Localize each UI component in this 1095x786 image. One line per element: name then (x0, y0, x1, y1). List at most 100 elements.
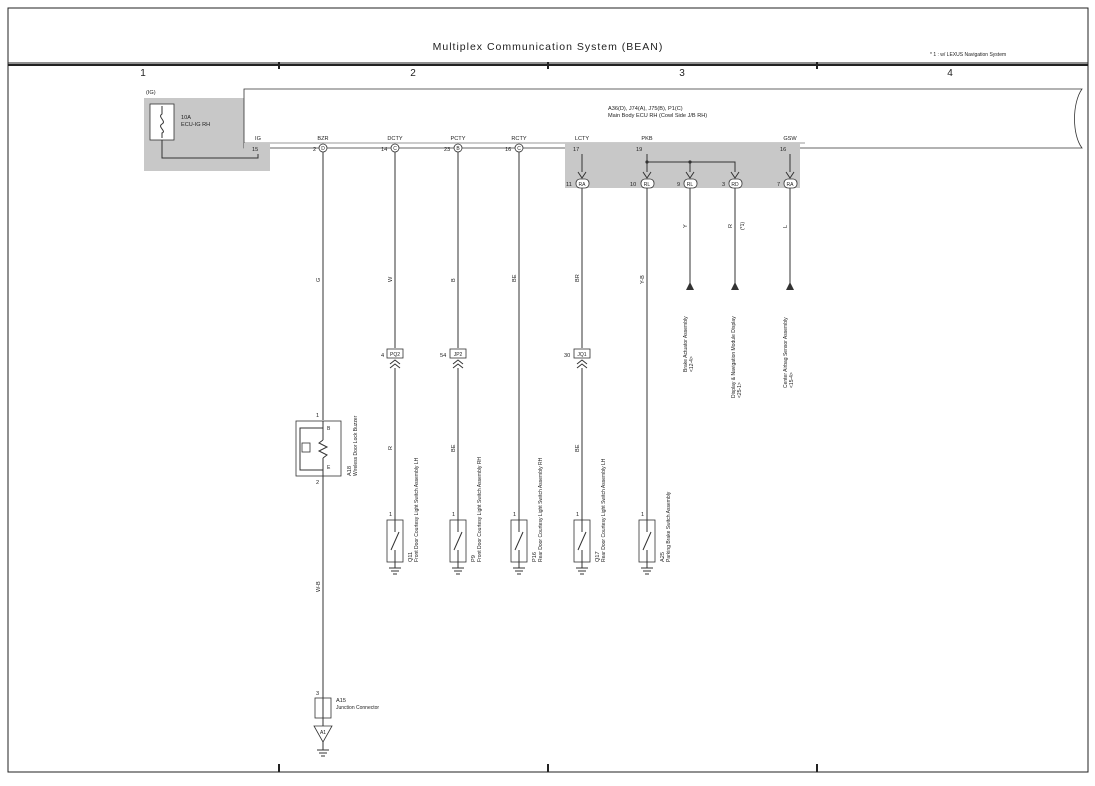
buzzer-id: A18 (347, 466, 353, 476)
pin-dcty: 14 (381, 147, 387, 153)
switch-id: Q11 (408, 552, 414, 562)
terminal-rcty: RCTY (511, 136, 526, 142)
buzzer-e: E (327, 465, 331, 471)
column-number-1: 1 (140, 68, 146, 79)
buzzer-icon (301, 442, 311, 453)
ecu-connectors: A36(D), J74(A), J75(B), P1(C) (608, 106, 683, 112)
terminal-lcty: LCTY (575, 136, 590, 142)
arrow-up-icon (786, 282, 794, 290)
jconn-4: RD (731, 182, 739, 188)
wire-color-be-lower: BE (451, 444, 457, 452)
pin-rcty: 16 (505, 147, 511, 153)
fuse-rating: 10A (181, 115, 191, 121)
switch-icon (514, 520, 524, 568)
wire-color-yb: Y-B (640, 275, 646, 284)
jpin-3: 3 (722, 182, 725, 188)
arrow-icon (785, 171, 795, 179)
fuse-source: (IG) (146, 90, 156, 96)
jconn-2: RL (644, 182, 651, 188)
switch-name: Front Door Courtesy Light Switch Assembl… (477, 457, 483, 562)
jpin-10: 10 (630, 182, 636, 188)
conn-pcty: B (456, 146, 460, 152)
switch-icon (577, 520, 587, 568)
inline-name-pq2: PQ2 (390, 352, 400, 358)
switch-q17: 1 Q17 Rear Door Courtesy Light Switch As… (573, 458, 607, 575)
pin-gsw: 16 (780, 147, 786, 153)
wire-color-r: R (728, 224, 734, 228)
terminal-pcty: PCTY (451, 136, 466, 142)
wire-color-be-lcty: BE (575, 444, 581, 452)
switch-name: Rear Door Courtesy Light Switch Assembly… (601, 458, 607, 562)
buzzer-circuit (299, 421, 324, 476)
buzzer-pin-2: 2 (316, 480, 319, 486)
switch-q11: 1 Q11 Front Door Courtesy Light Switch A… (386, 457, 420, 575)
resistor-icon (317, 439, 329, 459)
switch-a25: 1 A25 Parking Brake Switch Assembly (638, 491, 672, 575)
dest-brake-name: Brake Actuator Assembly (683, 316, 689, 372)
switch-pin: 1 (452, 512, 455, 518)
ecu-body (243, 88, 1083, 149)
switch-pin: 1 (641, 512, 644, 518)
fuse-wire (161, 140, 259, 159)
ecu-name: Main Body ECU RH (Cowl Side J/B RH) (608, 113, 707, 119)
switch-name: Rear Door Courtesy Light Switch Assembly… (538, 457, 544, 562)
terminal-dcty: DCTY (387, 136, 402, 142)
jconn-1: RA (579, 182, 587, 188)
terminal-ig: IG (255, 136, 261, 142)
switch-icon (642, 520, 652, 568)
buzzer-name: Wireless Door Lock Buzzer (353, 415, 359, 476)
switch-name: Parking Brake Switch Assembly (666, 491, 672, 562)
jpin-9: 9 (677, 182, 680, 188)
arrow-icon (577, 171, 587, 179)
dest-display-name: Display & Navigation Module Display (731, 316, 737, 398)
footnote: * 1 : w/ LEXUS Navigation System (930, 52, 1006, 58)
switch-p16: 1 P16 Rear Door Courtesy Light Switch As… (510, 457, 544, 575)
fuse-name: ECU-IG RH (181, 122, 210, 128)
pin-pkb: 19 (636, 147, 642, 153)
wire-color-l: L (783, 225, 789, 228)
lower-shade (565, 143, 800, 188)
column-number-3: 3 (679, 68, 685, 79)
ground-icon (513, 567, 525, 575)
switch-pin: 1 (576, 512, 579, 518)
wire-color-b: B (451, 278, 457, 282)
dest-airbag-name: Center Airbag Sensor Assembly (783, 317, 789, 388)
arrow-icon (685, 171, 695, 179)
wire-color-r-lower: R (388, 446, 394, 450)
jc-name: Junction Connector (336, 705, 379, 711)
inline-connector-jq1 (573, 348, 591, 359)
ground-icon (641, 567, 653, 575)
buzzer-pin-1: 1 (316, 413, 319, 419)
inline-name-jq1: JQ1 (577, 352, 586, 358)
jpin-11: 11 (566, 182, 572, 188)
dest-airbag-ref: <15-4> (789, 372, 795, 388)
dest-display-ref: <25-1> (737, 382, 743, 398)
wire-color-wb: W-B (316, 581, 322, 592)
buzzer-b: B (327, 426, 331, 432)
pin-bzr: 2 (313, 147, 316, 153)
fuse-icon (160, 106, 164, 138)
ground-id: A1 (320, 730, 326, 736)
conn-rcty: C (517, 146, 521, 152)
splice-point (688, 160, 692, 164)
jc-id: A15 (336, 698, 346, 704)
inline-pin-54: 54 (440, 353, 446, 359)
jpin-7: 7 (777, 182, 780, 188)
switch-id: P9 (471, 555, 477, 562)
switch-name: Front Door Courtesy Light Switch Assembl… (414, 457, 420, 562)
jconn-3: RL (687, 182, 694, 188)
ig-terminal-shade (244, 143, 270, 154)
wire-color-w: W (388, 276, 394, 282)
conn-bzr: D (321, 146, 325, 152)
inline-pin-4: 4 (381, 353, 384, 359)
switch-p9: 1 P9 Front Door Courtesy Light Switch As… (449, 457, 483, 575)
connector-chevron-icon (576, 359, 588, 369)
ground-icon (317, 749, 329, 757)
wire-color-br: BR (575, 274, 581, 282)
ground-icon (389, 567, 401, 575)
arrow-icon (730, 171, 740, 179)
terminal-pkb: PKB (641, 136, 652, 142)
pin-ig: 15 (252, 147, 258, 153)
switch-pin: 1 (389, 512, 392, 518)
ground-icon (576, 567, 588, 575)
